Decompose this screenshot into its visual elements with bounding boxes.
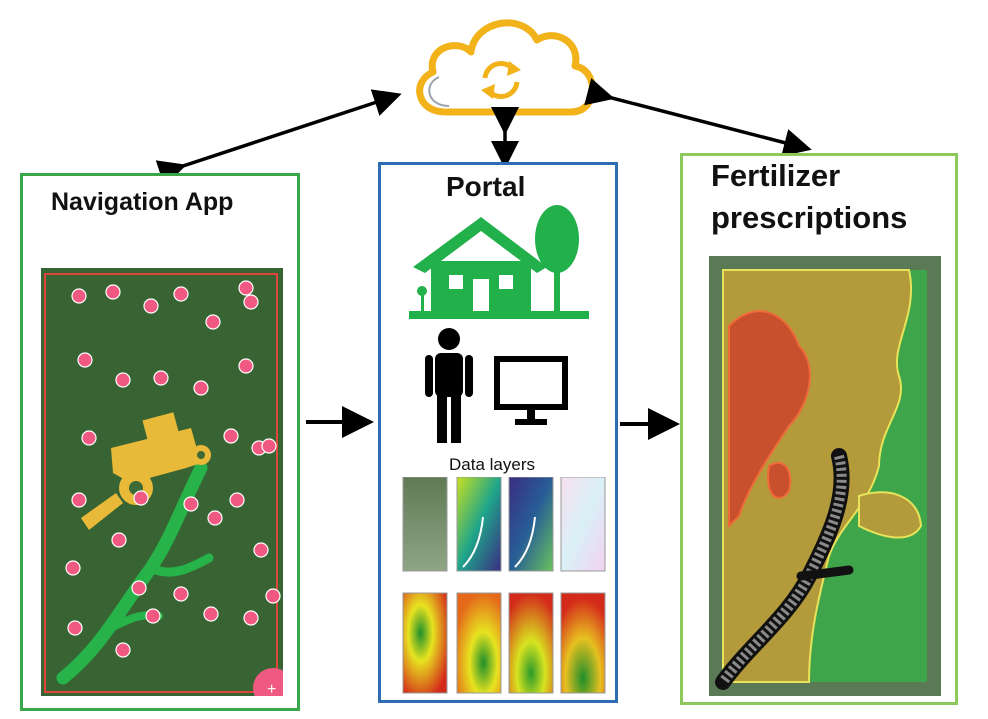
portal-title: Portal	[446, 171, 526, 202]
person-icon	[425, 328, 473, 443]
user-workstation	[417, 327, 587, 447]
add-button	[253, 668, 283, 696]
tree-icon	[535, 205, 579, 313]
data-layers-label: Data layers	[449, 455, 535, 474]
layer-thumb-row-1	[402, 477, 606, 572]
navigation-app-panel: Navigation App	[20, 173, 300, 711]
cloud-sync-icon	[405, 10, 605, 125]
monitor-icon	[494, 356, 568, 425]
layer-thumb-row-2	[402, 592, 606, 694]
data-layers-grid	[397, 477, 607, 697]
fertilizer-panel: Fertilizer prescriptions	[680, 153, 958, 705]
fertilizer-title-line2: prescriptions	[711, 200, 908, 235]
navigation-field-map: +	[41, 268, 283, 696]
arrow-cloud-nav	[155, 89, 402, 187]
map-pin-icon	[65, 280, 281, 658]
prescription-map	[709, 256, 941, 696]
arrow-cloud-fert	[584, 78, 812, 157]
tractor-icon	[81, 412, 211, 530]
portal-panel: Portal	[378, 162, 618, 703]
house-icon	[409, 203, 589, 323]
svg-text:+: +	[267, 681, 276, 696]
fertilizer-title-line1: Fertilizer	[711, 158, 841, 193]
navigation-app-title: Navigation App	[51, 188, 234, 216]
